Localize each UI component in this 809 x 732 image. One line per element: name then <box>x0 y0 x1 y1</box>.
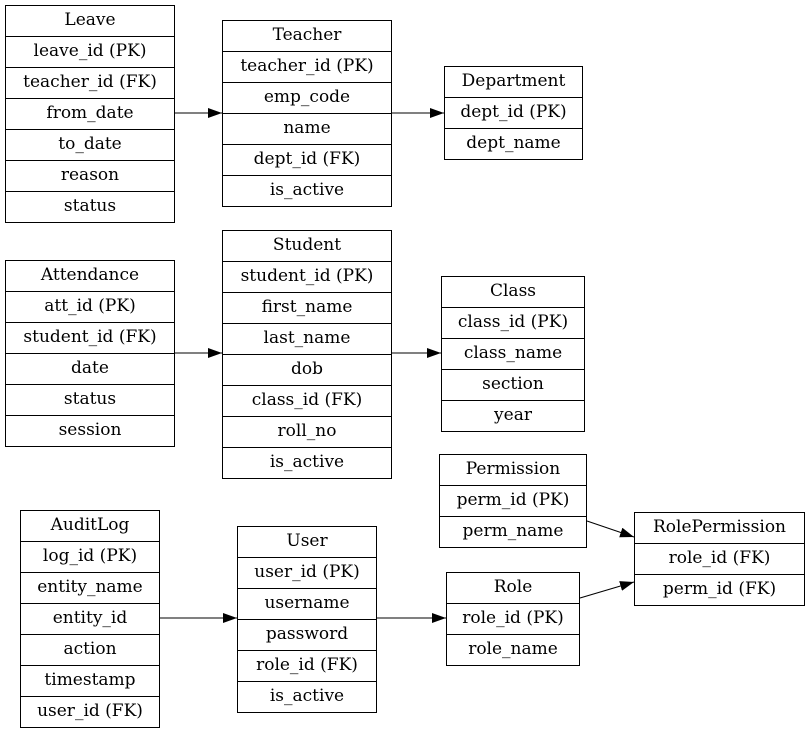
entity-field: to_date <box>6 129 174 160</box>
entity-field: student_id (FK) <box>6 322 174 353</box>
entity-title: User <box>286 531 328 551</box>
entity-title: RolePermission <box>652 517 787 537</box>
entity-field: is_active <box>223 175 391 206</box>
entity-title: Department <box>461 71 566 91</box>
entity-title: Leave <box>64 10 116 30</box>
entity-field: section <box>442 369 584 400</box>
entity-field: from_date <box>6 98 174 129</box>
entity-title: AuditLog <box>50 515 130 535</box>
entity-field: student_id (PK) <box>223 261 391 292</box>
entity-field: perm_name <box>440 516 586 547</box>
entity-field: user_id (PK) <box>238 557 376 588</box>
entity-field: first_name <box>223 292 391 323</box>
entity-field: action <box>21 634 159 665</box>
entity-field: role_id (FK) <box>635 543 804 574</box>
entity-rolepermission: RolePermission role_id (FK)perm_id (FK) <box>634 512 805 606</box>
entity-leave: Leave leave_id (PK)teacher_id (FK)from_da… <box>5 5 175 223</box>
entity-field: dept_name <box>445 128 582 159</box>
entity-field: dept_id (PK) <box>445 97 582 128</box>
entity-field: log_id (PK) <box>21 541 159 572</box>
entity-field: class_id (FK) <box>223 385 391 416</box>
entity-field: role_name <box>447 634 579 665</box>
entity-department: Department dept_id (PK)dept_name <box>444 66 583 160</box>
entity-field: session <box>6 415 174 446</box>
entity-field: role_id (PK) <box>447 603 579 634</box>
entity-field: role_id (FK) <box>238 650 376 681</box>
entity-field: last_name <box>223 323 391 354</box>
entity-field: teacher_id (PK) <box>223 51 391 82</box>
entity-field: user_id (FK) <box>21 696 159 727</box>
entity-attendance: Attendance att_id (PK)student_id (FK)date… <box>5 260 175 447</box>
entity-role: Role role_id (PK)role_name <box>446 572 580 666</box>
entity-field: teacher_id (FK) <box>6 67 174 98</box>
entity-title: Student <box>272 235 342 255</box>
entity-field: status <box>6 384 174 415</box>
entity-field: year <box>442 400 584 431</box>
entity-field: status <box>6 191 174 222</box>
entity-field: entity_name <box>21 572 159 603</box>
entity-title: Permission <box>465 459 561 479</box>
entity-title: Class <box>489 281 537 301</box>
entity-field: class_id (PK) <box>442 307 584 338</box>
entity-permission: Permission perm_id (PK)perm_name <box>439 454 587 548</box>
entity-field: entity_id <box>21 603 159 634</box>
entity-field: class_name <box>442 338 584 369</box>
entity-field: att_id (PK) <box>6 291 174 322</box>
entity-field: dob <box>223 354 391 385</box>
entity-field: reason <box>6 160 174 191</box>
entity-field: is_active <box>223 447 391 478</box>
entity-title: Attendance <box>40 265 140 285</box>
entity-field: is_active <box>238 681 376 712</box>
entity-title: Teacher <box>272 25 342 45</box>
relationship-arrow-role-to-rolepermission <box>579 581 635 599</box>
relationship-arrow-permission-to-rolepermission <box>586 520 635 538</box>
entity-field: leave_id (PK) <box>6 36 174 67</box>
entity-field: timestamp <box>21 665 159 696</box>
entity-field: dept_id (FK) <box>223 144 391 175</box>
entity-title: Role <box>493 577 533 597</box>
entity-field: perm_id (FK) <box>635 574 804 605</box>
entity-field: roll_no <box>223 416 391 447</box>
entity-field: name <box>223 113 391 144</box>
entity-field: password <box>238 619 376 650</box>
entity-field: perm_id (PK) <box>440 485 586 516</box>
entity-field: date <box>6 353 174 384</box>
entity-field: username <box>238 588 376 619</box>
entity-field: emp_code <box>223 82 391 113</box>
